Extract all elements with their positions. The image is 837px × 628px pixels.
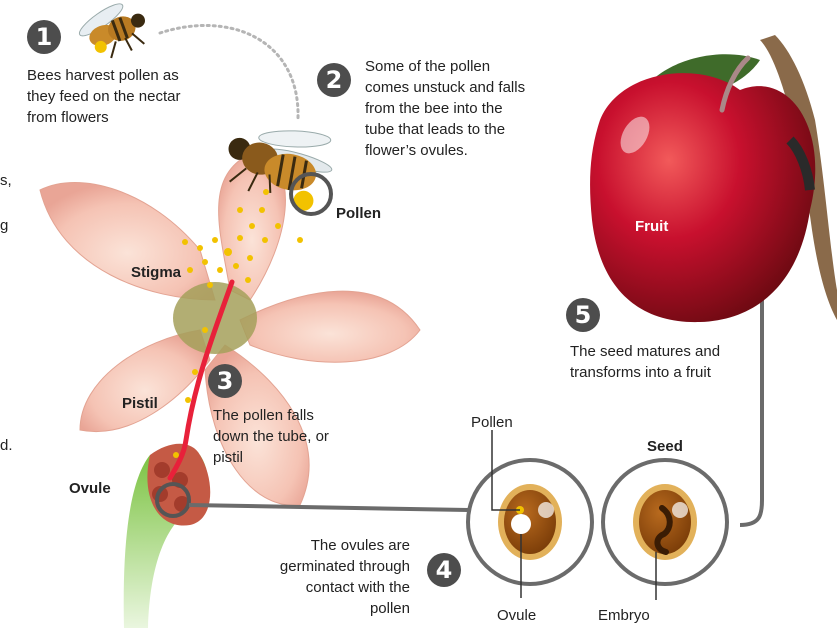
stigma-label: Stigma [131,262,181,283]
ovule-white-dot [511,514,531,534]
apple-body [590,73,815,322]
circle-pollen-label: Pollen [471,412,513,433]
pollen-label: Pollen [336,203,381,224]
embryo-label: Embryo [598,605,650,626]
seed-label: Seed [647,436,683,457]
step-5-badge: 5 [566,298,600,332]
flower-center [173,282,257,354]
pistil-label: Pistil [122,393,158,414]
ovule-label: Ovule [69,478,111,499]
step-4-text: The ovules are germinated through contac… [268,535,410,619]
edge-fragment: s, [0,172,12,189]
step-1-text: Bees harvest pollen as they feed on the … [27,65,192,128]
edge-fragment: g [0,217,8,234]
step-3-text: The pollen falls down the tube, or pisti… [213,405,353,468]
step-1-badge: 1 [27,20,61,54]
step-3-badge: 3 [208,364,242,398]
circle-ovule-label: Ovule [497,605,536,626]
ovule-dot [154,462,170,478]
bee-icon-top [71,0,153,66]
step-2-badge: 2 [317,63,351,97]
edge-fragment: d. [0,437,13,454]
fruit-label: Fruit [635,216,668,237]
step-2-text: Some of the pollen comes unstuck and fal… [365,56,535,161]
step-5-text: The seed matures and transforms into a f… [570,341,730,383]
step-4-badge: 4 [427,553,461,587]
